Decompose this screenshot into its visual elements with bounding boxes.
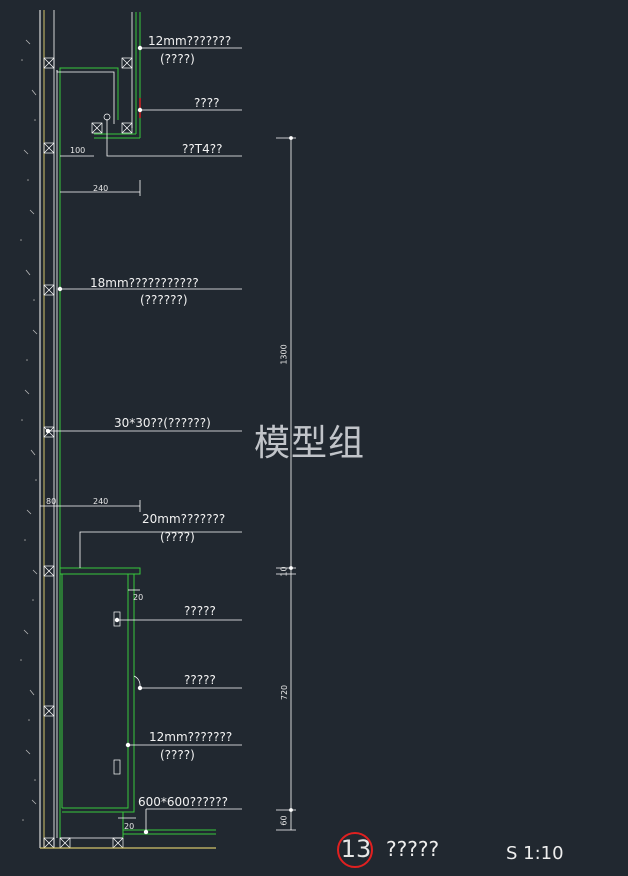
horizontal-dimensions: [40, 155, 141, 819]
callout-panel: 18mm???????????: [90, 276, 199, 290]
dim-240-top: 240: [93, 184, 109, 193]
floor: [40, 829, 216, 849]
title-circle: [337, 832, 373, 868]
callout-board-top: 12mm???????: [148, 34, 232, 48]
callout-hardware-1: ?????: [184, 604, 216, 618]
callout-panel-sub: (??????): [140, 293, 188, 307]
dim-240-mid: 240: [93, 497, 109, 506]
leader-lines: [45, 45, 242, 835]
dim-10: 10: [279, 566, 289, 577]
callout-hardware-2: ?????: [184, 673, 216, 687]
callout-t4: ??T4??: [182, 142, 223, 156]
dim-20-low: 20: [124, 822, 135, 831]
drawing-title: ?????: [386, 837, 440, 861]
watermark: 模型组: [254, 423, 366, 464]
callout-board-low: 12mm???????: [149, 730, 233, 744]
dim-20-mid: 20: [133, 593, 144, 602]
callout-batten: 30*30??(??????): [114, 416, 211, 430]
wall-hatch: [23, 10, 41, 848]
callout-tile: 600*600??????: [138, 795, 229, 809]
callout-board-mid-sub: (????): [160, 530, 195, 544]
upper-ceiling-box: [56, 12, 141, 139]
callout-board-mid: 20mm???????: [142, 512, 226, 526]
vertical-dimension: [276, 136, 296, 831]
callout-board-top-sub: (????): [160, 52, 195, 66]
wall-hatch-dots: [20, 59, 37, 821]
dim-60: 60: [279, 815, 289, 826]
drawing-number: 13: [340, 835, 372, 863]
dim-80: 80: [46, 497, 57, 506]
callout-board-low-sub: (????): [160, 748, 195, 762]
callout-light-top: ????: [194, 96, 220, 110]
dim-720: 720: [280, 684, 290, 701]
drawing-scale: S 1:10: [506, 843, 564, 864]
lower-cabinet: [59, 567, 141, 838]
dim-100: 100: [70, 146, 86, 155]
dim-1300: 1300: [279, 344, 289, 365]
